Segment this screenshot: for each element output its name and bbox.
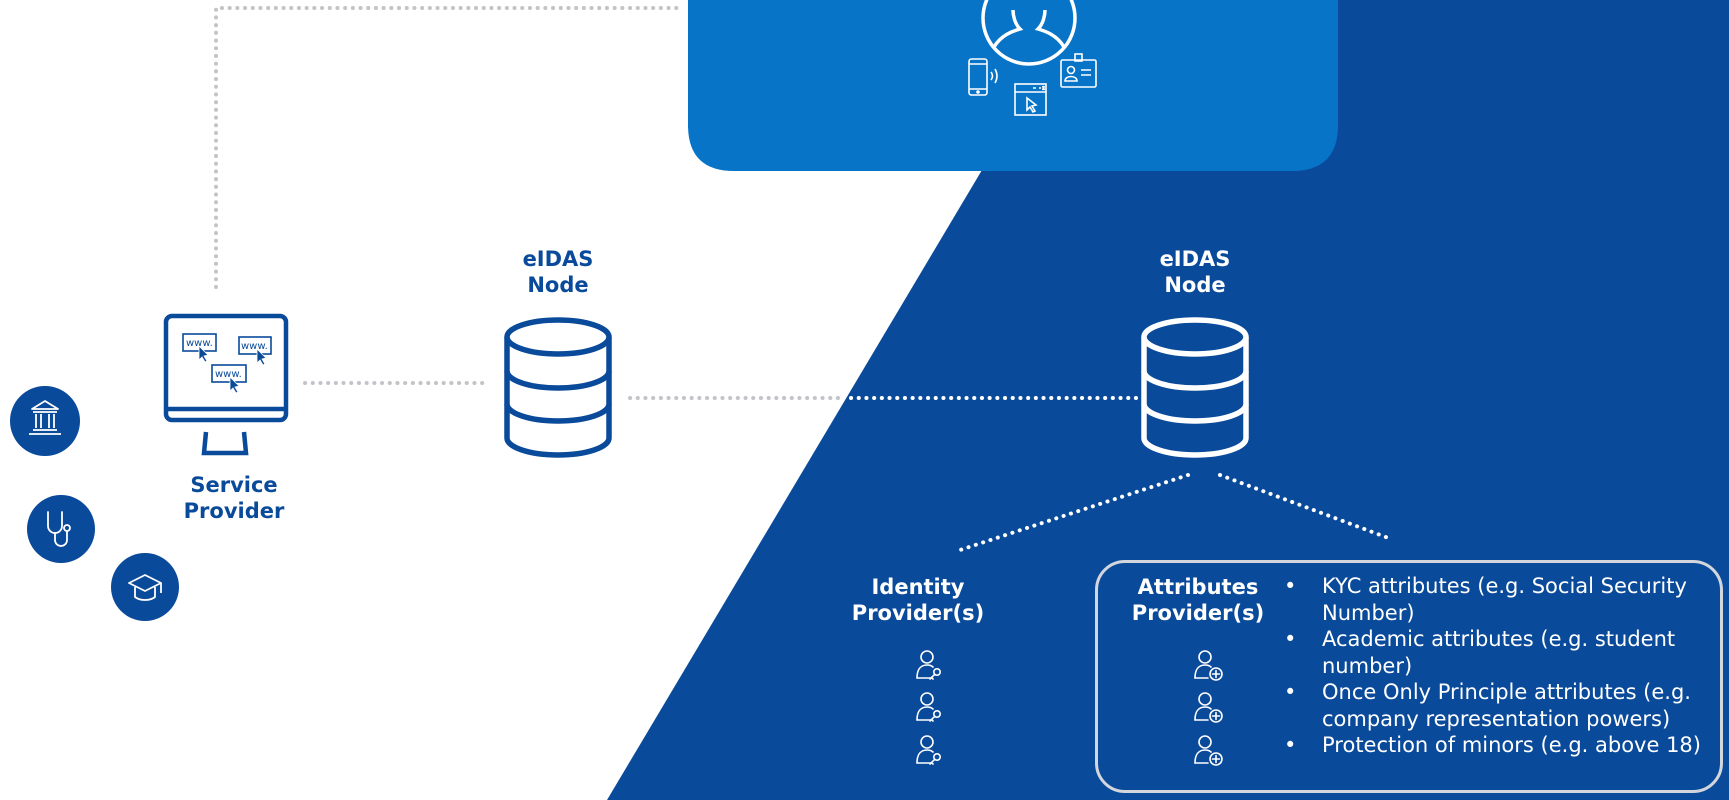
attributes-list: KYC attributes (e.g. Social Security Num…: [1284, 573, 1724, 759]
eidas-node-left-label: eIDAS Node: [498, 246, 618, 298]
eidas-node-right-label: eIDAS Node: [1135, 246, 1255, 298]
identity-provider-label-line1: Identity: [871, 575, 965, 599]
eidas-node-left-label-line2: Node: [527, 273, 589, 297]
website-text-1: www.: [186, 338, 213, 349]
database-icon-right: [1141, 317, 1249, 458]
attribute-item-kyc: KYC attributes (e.g. Social Security Num…: [1284, 573, 1724, 626]
id-card-icon: [1060, 53, 1097, 88]
service-provider-label-line2: Provider: [183, 499, 285, 523]
service-provider-label-line1: Service: [190, 473, 278, 497]
attribute-item-minors: Protection of minors (e.g. above 18): [1284, 732, 1724, 759]
attributes-provider-label-line1: Attributes: [1137, 575, 1259, 599]
attributes-provider-label-line2: Provider(s): [1131, 601, 1265, 625]
user-panel: [688, 0, 1338, 171]
database-icon-left: [504, 317, 612, 458]
website-text-2: www.: [241, 341, 268, 352]
website-text-3: www.: [215, 369, 242, 380]
eidas-node-left-label-line1: eIDAS: [522, 247, 594, 271]
graduation-cap-icon: [111, 553, 179, 621]
eidas-node-right-label-line2: Node: [1164, 273, 1226, 297]
browser-window-icon: [1014, 83, 1047, 116]
service-provider-label: Service Provider: [174, 472, 294, 524]
government-building-icon: [10, 386, 80, 456]
stethoscope-icon: [27, 495, 95, 563]
node-to-attributes-connector: [1218, 473, 1393, 541]
identity-provider-label-line2: Provider(s): [851, 601, 985, 625]
attribute-item-once-only: Once Only Principle attributes (e.g. com…: [1284, 679, 1724, 732]
node-to-identity-connector: [955, 473, 1190, 553]
monitor-websites-icon: www. www. www.: [163, 313, 289, 456]
eidas-node-right-label-line1: eIDAS: [1159, 247, 1231, 271]
attribute-item-academic: Academic attributes (e.g. student number…: [1284, 626, 1724, 679]
mobile-phone-icon: [968, 58, 998, 96]
identity-provider-label: Identity Provider(s): [838, 574, 998, 626]
attributes-provider-label: Attributes Provider(s): [1118, 574, 1278, 626]
user-to-service-connector: [214, 6, 682, 289]
user-avatar-icon: [981, 0, 1077, 66]
